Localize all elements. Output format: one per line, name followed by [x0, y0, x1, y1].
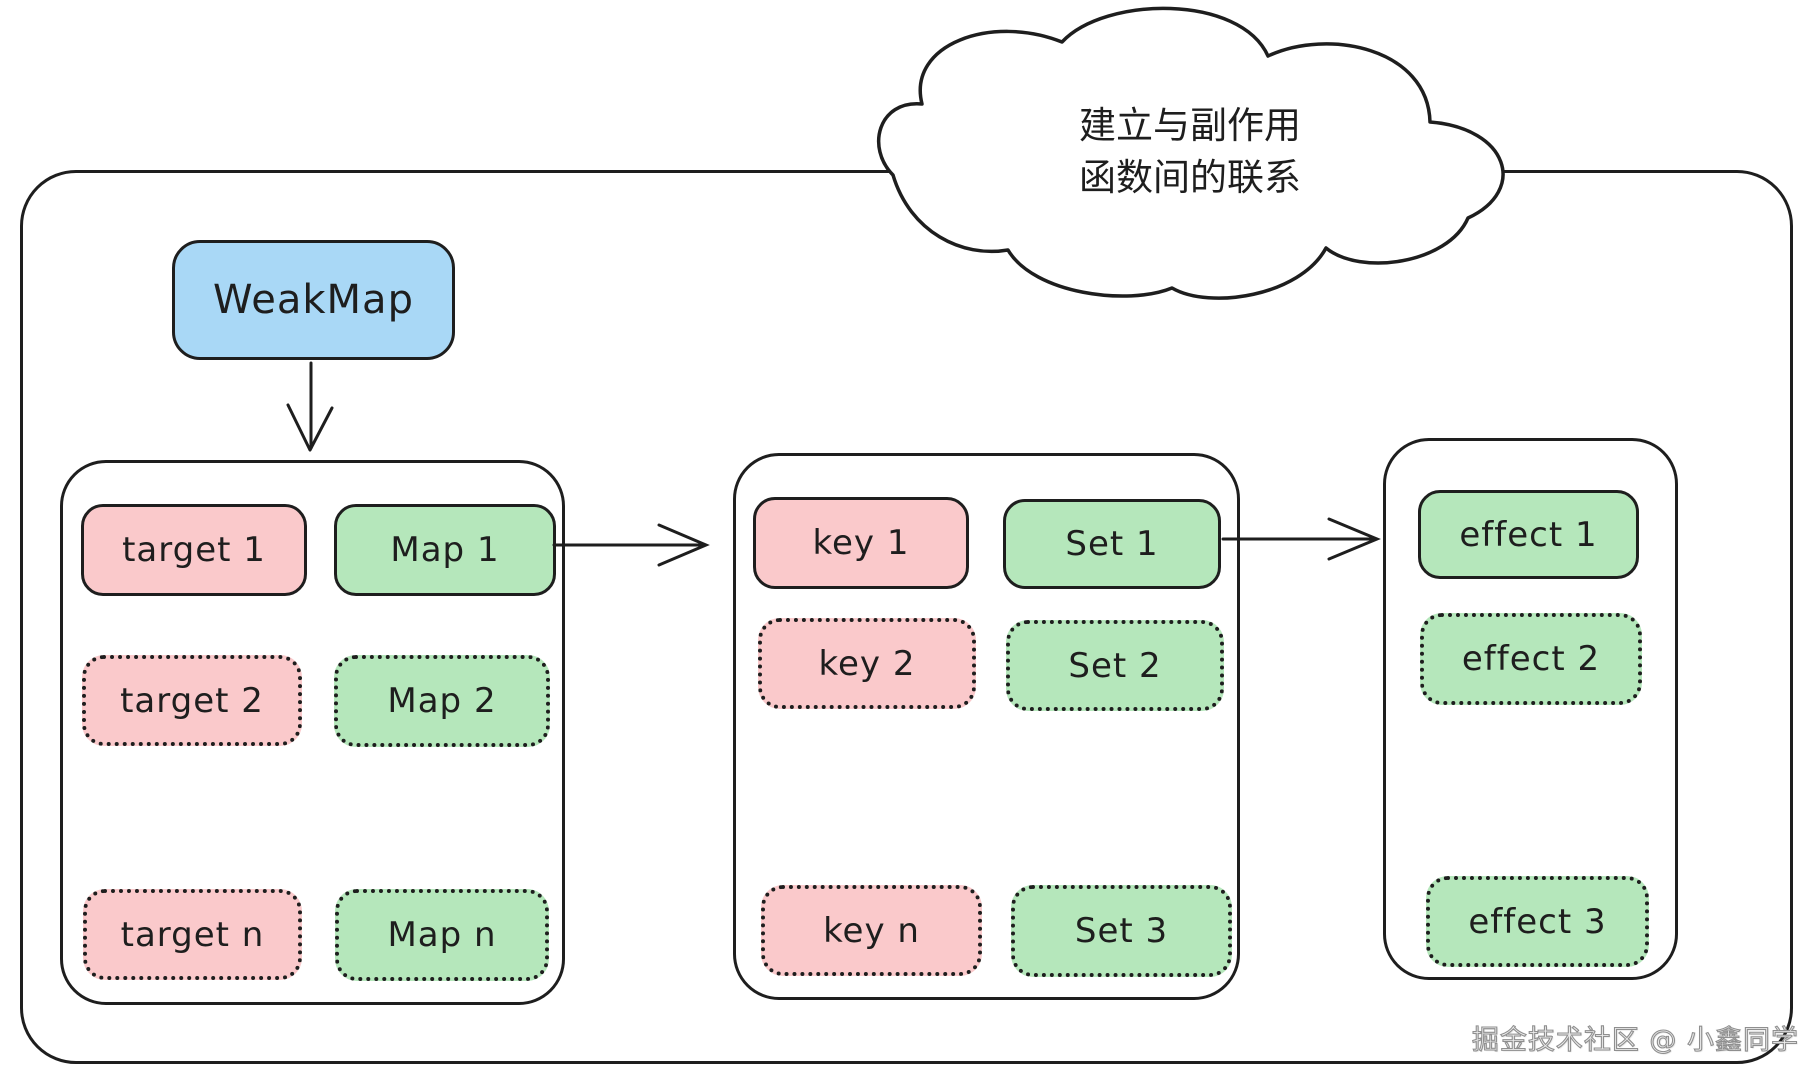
node-set-3: Set 3: [1011, 885, 1232, 977]
node-map-1-label: Map 1: [390, 530, 500, 570]
node-target-2-label: target 2: [120, 680, 264, 721]
node-effect-3-label: effect 3: [1468, 901, 1607, 942]
node-map-2: Map 2: [334, 655, 550, 747]
node-effect-1: effect 1: [1418, 490, 1639, 579]
node-key-2: key 2: [758, 618, 976, 709]
node-effect-3: effect 3: [1426, 876, 1649, 967]
node-set-1-label: Set 1: [1065, 524, 1159, 564]
node-set-2: Set 2: [1006, 620, 1224, 711]
container-key-set: key 1 Set 1 key 2 Set 2 key n Set 3: [733, 453, 1240, 1000]
node-target-1: target 1: [81, 504, 307, 596]
node-key-1: key 1: [753, 497, 969, 589]
cloud-note: 建立与副作用 函数间的联系: [960, 100, 1420, 204]
node-map-n: Map n: [335, 889, 549, 981]
node-set-3-label: Set 3: [1074, 911, 1169, 951]
container-target-map: target 1 Map 1 target 2 Map 2 target n M…: [60, 460, 565, 1005]
node-weakmap: WeakMap: [172, 240, 455, 360]
node-set-2-label: Set 2: [1068, 645, 1162, 686]
node-weakmap-label: WeakMap: [213, 277, 414, 323]
cloud-note-line1: 建立与副作用: [1079, 104, 1301, 147]
node-key-n-label: key n: [823, 910, 920, 951]
node-set-1: Set 1: [1003, 499, 1221, 589]
node-key-n: key n: [761, 885, 982, 976]
node-target-n-label: target n: [120, 914, 265, 955]
node-effect-2-label: effect 2: [1461, 639, 1601, 679]
node-effect-1-label: effect 1: [1459, 514, 1598, 555]
node-effect-2: effect 2: [1420, 613, 1642, 705]
node-target-2: target 2: [82, 655, 302, 746]
node-target-1-label: target 1: [122, 530, 266, 570]
node-map-n-label: Map n: [387, 915, 497, 955]
watermark: 掘金技术社区 @ 小鑫同学: [1471, 1024, 1799, 1056]
node-target-n: target n: [83, 889, 302, 980]
node-key-2-label: key 2: [818, 643, 916, 684]
node-key-1-label: key 1: [812, 523, 910, 563]
node-map-1: Map 1: [334, 504, 556, 596]
node-map-2-label: Map 2: [387, 681, 497, 721]
cloud-note-line2: 函数间的联系: [1079, 156, 1301, 199]
container-effects: effect 1 effect 2 effect 3: [1383, 438, 1678, 980]
